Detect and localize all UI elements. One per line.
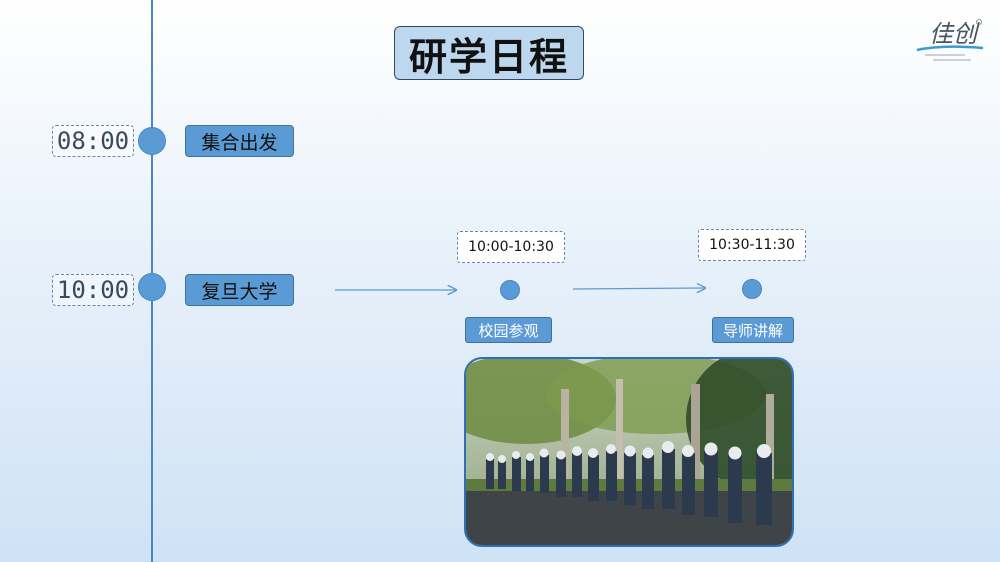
- event-label-fudan: 复旦大学: [185, 274, 294, 306]
- sub-event-dot: [742, 279, 762, 299]
- event-label-assembly: 集合出发: [185, 125, 294, 157]
- time-box-1000: 10:00: [52, 274, 134, 306]
- campus-photo: [464, 357, 794, 547]
- timeline-dot: [138, 127, 166, 155]
- logo-swoosh-icon: [916, 45, 984, 52]
- sub-event-dot: [500, 280, 520, 300]
- time-box-0800: 08:00: [52, 125, 134, 157]
- page-title: 研学日程: [394, 26, 584, 80]
- sub-event-label-campus-tour: 校园参观: [465, 317, 552, 343]
- sub-event-label-mentor-talk: 导师讲解: [712, 317, 794, 343]
- time-range-box: 10:00-10:30: [457, 231, 565, 263]
- brand-logo: 佳创: [915, 14, 985, 66]
- arrow-line: [572, 288, 705, 289]
- time-range-box: 10:30-11:30: [698, 229, 806, 261]
- timeline-dot: [138, 273, 166, 301]
- logo-text: 佳创: [929, 20, 980, 48]
